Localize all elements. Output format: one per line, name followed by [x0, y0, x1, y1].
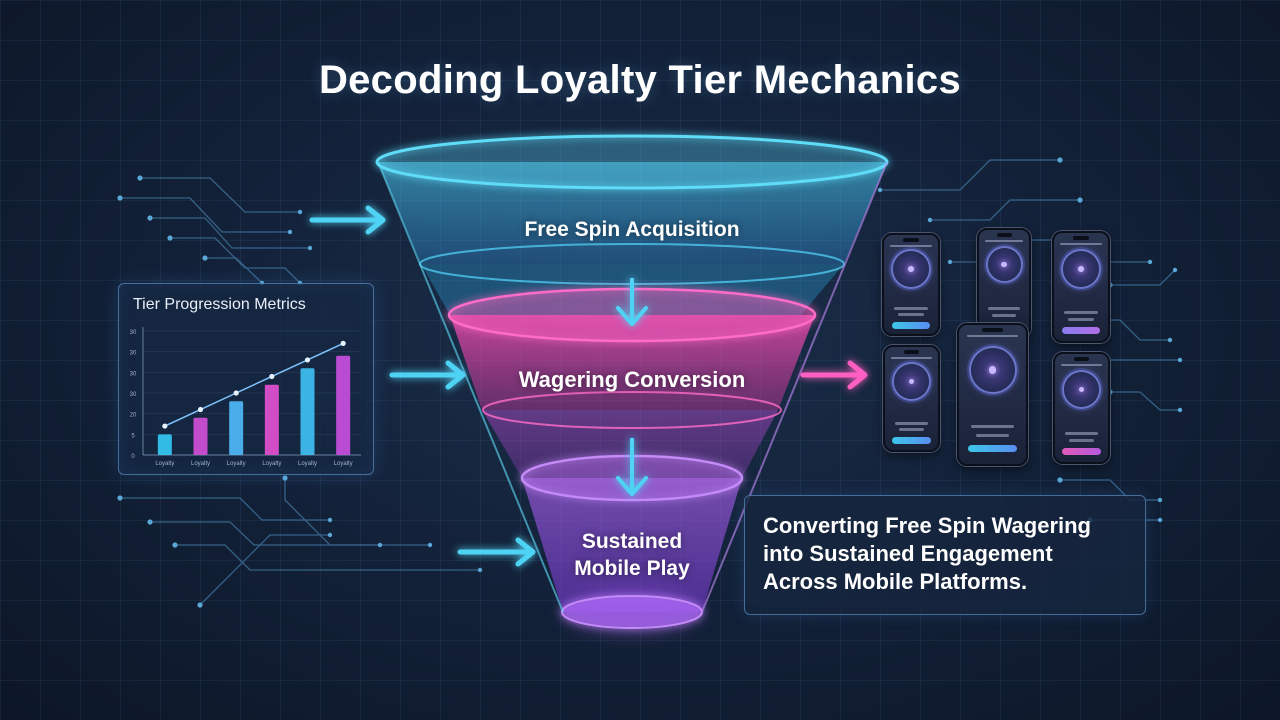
metrics-ytick-label: 5 — [131, 433, 135, 439]
tier-metrics-title: Tier Progression Metrics — [133, 296, 306, 313]
stage-label-acquisition: Free Spin Acquisition — [524, 218, 740, 241]
metrics-ytick-label: 30 — [130, 351, 137, 357]
tagline-box: Converting Free Spin Wagering into Susta… — [744, 495, 1146, 615]
funnel — [375, 134, 889, 634]
metrics-trend-point — [233, 390, 239, 396]
input-arrow-bottom — [457, 537, 536, 567]
metrics-bar — [300, 368, 315, 455]
metrics-ytick-label: 20 — [130, 413, 137, 419]
metrics-xtick-label: Loyalty — [191, 461, 210, 467]
metrics-trend-point — [197, 406, 204, 413]
input-arrows — [309, 205, 536, 567]
phone-dial-graphic — [1064, 372, 1099, 407]
metrics-bar — [193, 417, 208, 455]
tagline-line-3: Across Mobile Platforms. — [763, 569, 1028, 594]
phone-action-button — [891, 322, 931, 329]
stage-label-sustained-line-2: Mobile Play — [574, 557, 690, 580]
phone-dial-graphic — [894, 364, 929, 399]
input-arrow-top — [309, 205, 386, 235]
metrics-bar — [157, 434, 172, 455]
metrics-xtick-label: Loyalty — [227, 461, 246, 467]
page-title: Decoding Loyalty Tier Mechanics — [318, 58, 962, 102]
mobile-phone-screen — [977, 228, 1031, 338]
input-arrow-middle — [389, 360, 466, 390]
mobile-phone-screen — [957, 323, 1028, 466]
metrics-bar — [336, 355, 351, 455]
funnel-stage-sustained — [522, 478, 742, 612]
tagline-line-2: into Sustained Engagement — [763, 541, 1053, 566]
mobile-phone-screen — [1052, 231, 1110, 343]
phone-action-button — [892, 437, 931, 444]
mobile-phone-screen — [883, 345, 940, 452]
metrics-xtick-label: Loyalty — [155, 461, 174, 467]
metrics-trend-point — [162, 423, 168, 429]
mobile-phone-screen — [882, 233, 940, 336]
metrics-ytick-label: 30 — [130, 392, 137, 398]
mobile-phone-screen — [1053, 352, 1110, 464]
funnel-stage-acquisition — [378, 162, 887, 264]
phone-action-button — [1062, 448, 1101, 455]
output-arrow — [800, 360, 868, 390]
metrics-bar — [229, 401, 244, 455]
metrics-xtick-label: Loyalty — [298, 461, 317, 467]
metrics-xtick-label: Loyalty — [334, 461, 353, 467]
stage-label-sustained: Sustained Mobile Play — [532, 528, 732, 582]
tagline-line-1: Converting Free Spin Wagering — [763, 513, 1091, 538]
phone-dial-graphic — [1063, 251, 1099, 287]
phone-action-button — [1061, 327, 1101, 334]
phone-action-button — [968, 445, 1017, 452]
phone-dial-graphic — [987, 248, 1021, 281]
stage-label-wagering: Wagering Conversion — [518, 367, 746, 392]
phone-dial-graphic — [970, 348, 1015, 392]
phone-dial-graphic — [893, 251, 929, 287]
metrics-ytick-label: 30 — [130, 371, 137, 377]
metrics-trend-line — [164, 342, 344, 427]
metrics-trend-point — [340, 340, 346, 346]
stage-label-sustained-line-1: Sustained — [581, 530, 683, 553]
metrics-ytick-label: 0 — [131, 454, 135, 460]
metrics-trend-point — [269, 373, 275, 380]
metrics-xtick-label: Loyalty — [262, 461, 281, 467]
funnel-flow-arrows — [616, 278, 648, 496]
metrics-bar — [264, 384, 279, 455]
metrics-ytick-label: 30 — [130, 330, 137, 336]
metrics-axes — [142, 327, 361, 456]
metrics-trend-point — [304, 357, 311, 363]
